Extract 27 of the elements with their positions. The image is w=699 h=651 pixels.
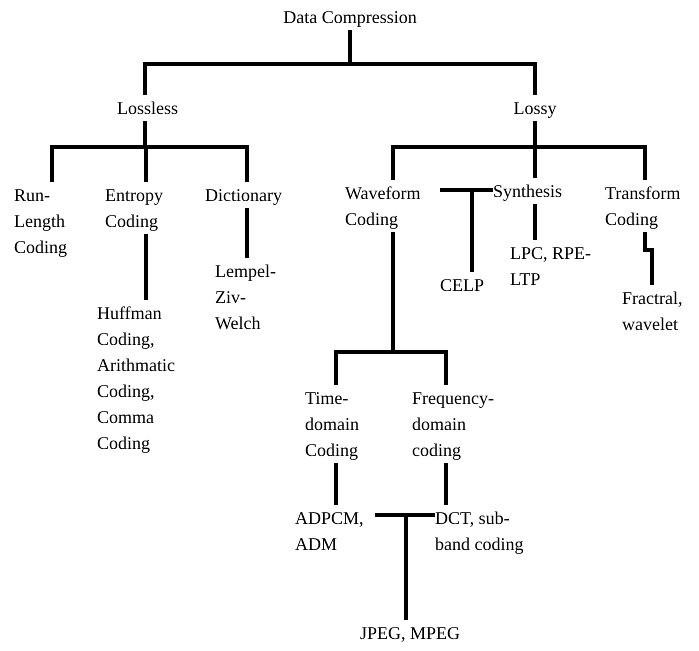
category-label: Synthesis: [493, 178, 583, 204]
category-label: Lempel-Ziv-Welch: [215, 258, 285, 336]
diagram-title: Data Compression: [250, 4, 450, 30]
category-label: Run-Length Coding: [14, 182, 76, 260]
category-label: Fractral, wavelet: [622, 285, 692, 337]
category-label: Waveform Coding: [345, 180, 440, 232]
category-label: Dictionary: [205, 182, 295, 208]
connector-line: [533, 204, 537, 240]
category-label: Huffman Coding, Arithmatic Coding, Comma Coding: [97, 300, 197, 456]
category-label: CELP: [440, 272, 498, 298]
connector-line: [144, 234, 148, 300]
connector-line: [444, 463, 448, 505]
connector-line: [348, 30, 537, 95]
category-label: Entropy Coding: [105, 182, 190, 234]
category-label: LPC, RPE-LTP: [510, 240, 600, 292]
category-label: DCT, sub-band coding: [435, 505, 525, 557]
category-label: Lossless: [100, 95, 195, 121]
category-label: ADPCM, ADM: [295, 505, 375, 557]
category-label: Frequency-domain coding: [412, 385, 512, 463]
category-label: Time-domain Coding: [305, 385, 380, 463]
category-label: Transform Coding: [605, 180, 695, 232]
connector-line: [643, 232, 654, 285]
category-label: JPEG, MPEG: [345, 620, 475, 646]
category-label: Lossy: [500, 95, 570, 121]
connector-line: [245, 208, 249, 258]
connector-line: [404, 513, 435, 620]
connector-line: [334, 463, 338, 505]
